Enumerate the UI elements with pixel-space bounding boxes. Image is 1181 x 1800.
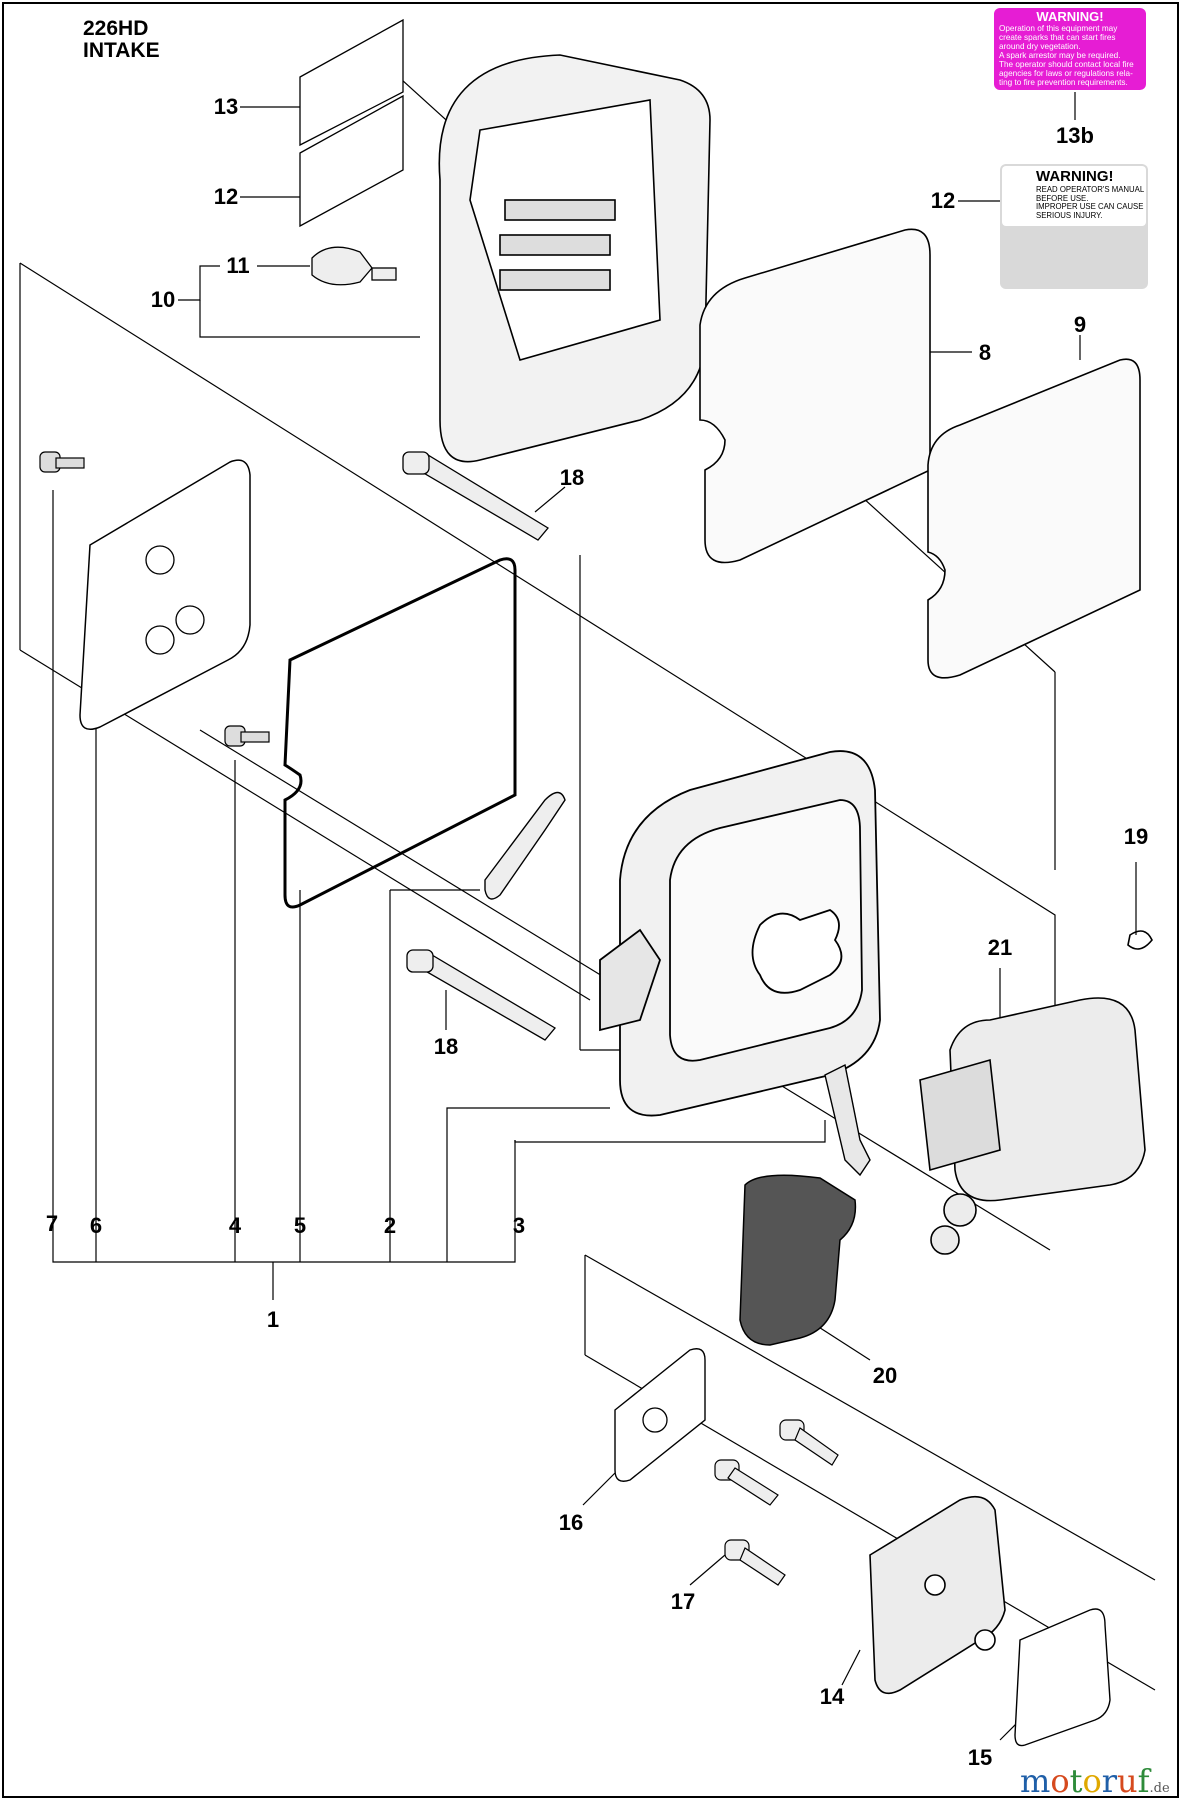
callout-2: 2 <box>383 1213 397 1238</box>
callout-16: 16 <box>558 1510 584 1535</box>
callout-17: 17 <box>670 1589 696 1614</box>
screws-7-4 <box>39 451 270 747</box>
brand-letter: t <box>1069 1762 1083 1800</box>
callout-11: 11 <box>226 253 250 278</box>
brand-letter: f <box>1137 1762 1150 1800</box>
callout-12-label: 12 <box>930 188 956 213</box>
callout-12: 12 <box>213 184 239 209</box>
callout-4: 4 <box>228 1213 242 1238</box>
callout-5: 5 <box>293 1213 307 1238</box>
intake-adapter-14 <box>869 1495 1006 1695</box>
callout-1: 1 <box>266 1307 280 1332</box>
warning-13b-line: around dry vegetation. <box>999 42 1081 51</box>
label-sheet-13 <box>299 18 404 147</box>
callout-20: 20 <box>872 1363 898 1388</box>
gasket-plate-6 <box>79 459 251 730</box>
warning-12-line: BEFORE USE. <box>1036 193 1089 203</box>
brand-name: motoruf <box>1020 1762 1149 1800</box>
clip-19 <box>1127 930 1153 950</box>
label-sheet-12 <box>299 94 404 228</box>
warning-13b-line: A spark arrestor may be required. <box>999 51 1121 60</box>
brand-letter: m <box>1020 1762 1051 1800</box>
callout-18-lower: 18 <box>433 1034 459 1059</box>
brand-letter: o <box>1082 1762 1102 1800</box>
brand-letter: o <box>1050 1762 1070 1800</box>
gasket-15 <box>1014 1608 1111 1747</box>
choke-link-3 <box>824 1063 871 1177</box>
choke-lever-2 <box>484 791 566 900</box>
callout-13b: 13b <box>1056 123 1094 148</box>
brand-letter: r <box>1101 1762 1118 1800</box>
air-filter-cover <box>438 54 711 463</box>
brand-tld: .de <box>1149 1781 1170 1796</box>
seal-ring-5 <box>283 557 517 909</box>
warning-12-line: SERIOUS INJURY. <box>1036 210 1103 220</box>
callout-9: 9 <box>1073 312 1087 337</box>
warning-12-heading: WARNING! <box>1036 168 1114 185</box>
warning-13b-heading: WARNING! <box>1036 9 1104 24</box>
callout-14: 14 <box>819 1684 845 1709</box>
callout-3: 3 <box>512 1213 526 1238</box>
bolts-18 <box>402 451 556 1041</box>
callout-10: 10 <box>150 287 176 312</box>
warning-12-line: IMPROPER USE CAN CAUSE <box>1036 202 1144 211</box>
filter-pad-8 <box>699 228 931 564</box>
callout-19: 19 <box>1123 824 1149 849</box>
callout-13: 13 <box>213 94 239 119</box>
warning-12-line: READ OPERATOR'S MANUAL <box>1036 185 1145 194</box>
brand-logo: motoruf.de <box>1020 1762 1170 1800</box>
cover-knob <box>311 246 397 286</box>
callout-8: 8 <box>978 340 992 365</box>
model-title: 226HD <box>83 17 149 40</box>
callout-6: 6 <box>89 1213 103 1238</box>
callout-18-upper: 18 <box>559 465 585 490</box>
carburetor-21 <box>919 997 1146 1255</box>
warning-13b-line: create sparks that can start fires <box>999 33 1116 42</box>
warning-13b-line: The operator should contact local fire <box>999 60 1134 69</box>
filter-housing <box>599 750 881 1117</box>
section-title: INTAKE <box>83 39 160 62</box>
callout-7: 7 <box>45 1211 59 1236</box>
warning-13b-line: ting to fire prevention requirements. <box>999 78 1128 87</box>
callout-21: 21 <box>987 935 1013 960</box>
warning-label-12: WARNING! READ OPERATOR'S MANUAL BEFORE U… <box>1000 164 1148 289</box>
warning-13b-line: Operation of this equipment may <box>999 24 1118 33</box>
bolts-17 <box>714 1419 839 1586</box>
warning-12-text: READ OPERATOR'S MANUAL BEFORE USE. IMPRO… <box>1036 185 1148 220</box>
carb-cover-20 <box>739 1174 857 1346</box>
warning-label-13b: WARNING! Operation of this equipment may… <box>994 8 1146 90</box>
callout-15: 15 <box>967 1745 993 1770</box>
filter-pad-9 <box>927 358 1141 679</box>
warning-13b-line: agencies for laws or regulations rela- <box>999 69 1133 78</box>
brand-letter: u <box>1117 1762 1138 1800</box>
